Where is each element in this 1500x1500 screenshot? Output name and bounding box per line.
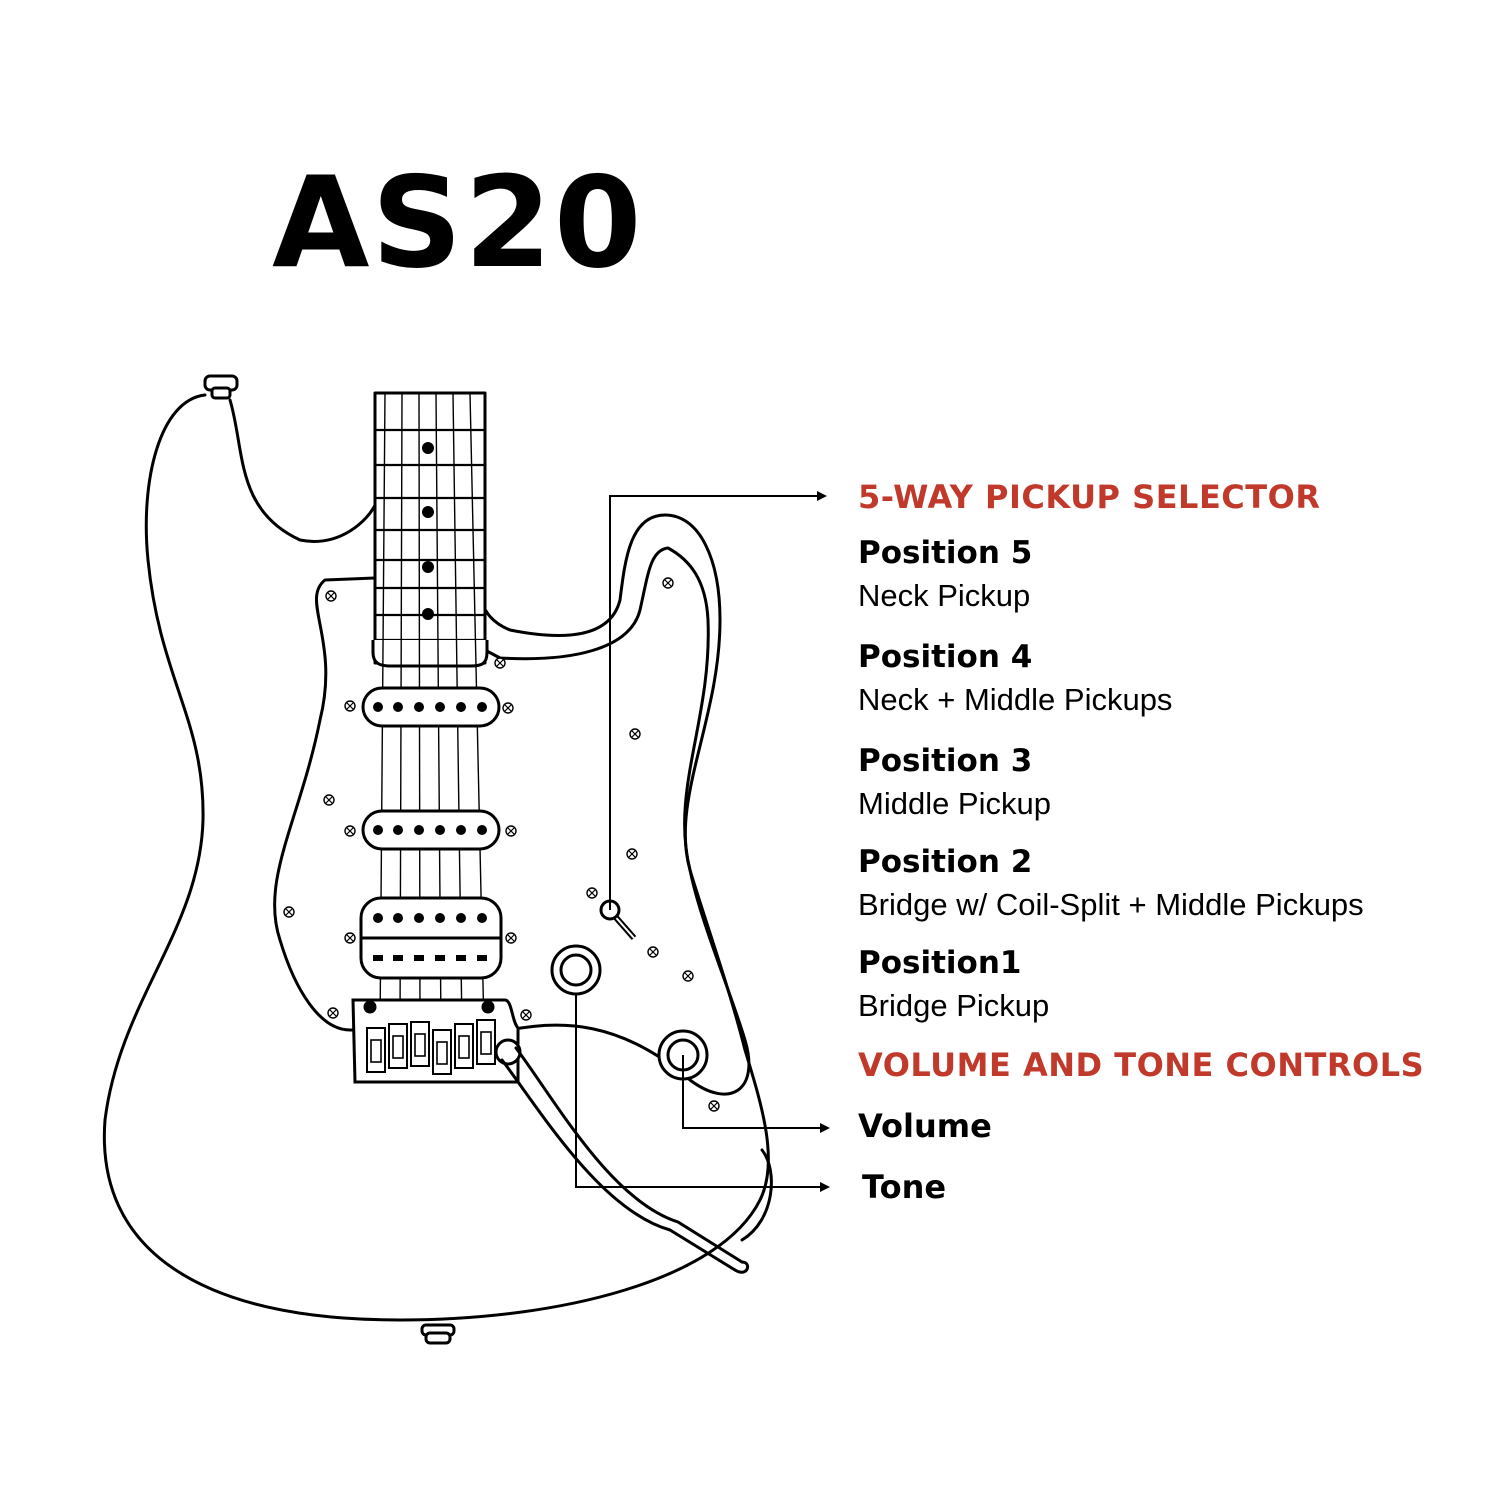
tone-knob [550,944,602,996]
position-1-label: Position1 [858,945,1022,981]
fret-markers [422,442,434,620]
controls-heading: VOLUME AND TONE CONTROLS [858,1046,1425,1084]
output-jack [740,1148,773,1242]
neck-fretboard [373,391,487,665]
position-4-label: Position 4 [858,639,1033,675]
bridge-humbucker [359,896,503,980]
position-5-desc: Neck Pickup [858,578,1031,613]
tremolo-arm [494,1038,750,1274]
selector-leader-line [609,491,827,910]
diagram-title: AS20 [272,149,644,296]
pickguard [273,546,751,1096]
upper-horn-inner [228,398,377,543]
pickup-selector-switch [599,899,637,940]
frets [375,428,485,642]
position-2-desc: Bridge w/ Coil-Split + Middle Pickups [858,887,1364,922]
selector-heading: 5-WAY PICKUP SELECTOR [858,478,1321,516]
position-2-label: Position 2 [858,844,1033,880]
volume-label: Volume [858,1107,992,1145]
position-1-desc: Bridge Pickup [858,988,1050,1023]
neck-pickup [361,686,501,728]
tone-leader-line [575,994,830,1192]
guitar-body-outline [102,393,770,1322]
position-3-label: Position 3 [858,743,1033,779]
tone-label: Tone [862,1168,947,1206]
middle-pickup [361,809,501,851]
volume-leader-line [682,1055,830,1133]
position-5-label: Position 5 [858,535,1033,571]
position-3-desc: Middle Pickup [858,786,1051,821]
position-4-desc: Neck + Middle Pickups [858,682,1173,717]
tremolo-bridge [351,998,520,1084]
